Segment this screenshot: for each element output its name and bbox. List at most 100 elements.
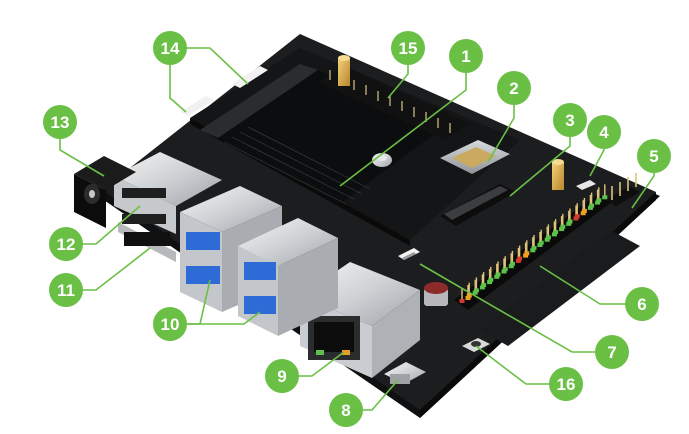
- callout-3: 3: [553, 103, 587, 137]
- gpio-pin-base: [589, 203, 595, 208]
- gpio-pin-base: [553, 230, 559, 235]
- gpio-pin-base: [537, 243, 543, 247]
- gpio-pin-base: [538, 240, 544, 245]
- callout-number: 11: [57, 281, 75, 300]
- microsd-card-slot: [440, 140, 510, 174]
- gpio-pin-base: [544, 237, 550, 242]
- gpio-pin-base: [567, 219, 573, 224]
- callout-number: 1: [461, 47, 470, 66]
- m2-slot: [440, 184, 516, 226]
- callout-number: 3: [565, 111, 574, 130]
- callout-circle: [587, 115, 621, 149]
- callout-2: 2: [497, 71, 531, 105]
- gpio-pin-base: [595, 200, 601, 205]
- callout-15: 15: [391, 31, 425, 65]
- capacitor: [424, 282, 448, 306]
- callout-number: 6: [637, 295, 646, 314]
- gpio-pin-base: [472, 290, 478, 295]
- gpio-pin-base: [481, 283, 487, 288]
- callout-number: 2: [509, 79, 518, 98]
- callout-circle: [449, 39, 483, 73]
- gpio-pin-base: [587, 205, 593, 210]
- gpio-pin-base: [560, 224, 566, 229]
- callout-circle: [549, 367, 583, 401]
- callout-circle: [49, 227, 83, 261]
- gpio-pin-base: [566, 221, 572, 226]
- gpio-pin-base: [573, 216, 579, 221]
- callout-11: 11: [49, 273, 83, 307]
- callout-number: 5: [649, 147, 658, 166]
- callout-number: 14: [161, 39, 180, 58]
- tactile-button: [462, 338, 490, 352]
- gpio-pin-base: [602, 195, 608, 200]
- gpio-pin-base: [501, 269, 507, 274]
- callout-9: 9: [265, 359, 299, 393]
- gpio-pin-base: [509, 261, 515, 266]
- callout-circle: [497, 71, 531, 105]
- gpio-pin-base: [488, 277, 494, 282]
- gpio-pin-base: [466, 293, 472, 298]
- gpio-pin-base: [559, 227, 565, 232]
- gpio-pin-base: [473, 288, 479, 293]
- compute-module-board: [190, 48, 520, 246]
- dc-power-jack: [74, 156, 136, 228]
- callout-number: 7: [607, 343, 616, 362]
- callout-circle: [49, 273, 83, 307]
- callout-6: 6: [625, 287, 659, 321]
- usb3-port-stack-right: [238, 218, 338, 336]
- callout-1: 1: [449, 39, 483, 73]
- callout-10: 10: [153, 307, 187, 341]
- gpio-pin-base: [551, 232, 557, 237]
- callout-number: 4: [599, 123, 609, 142]
- callout-number: 16: [557, 375, 576, 394]
- side-connector: [232, 66, 268, 88]
- callout-circle: [153, 307, 187, 341]
- callout-16: 16: [549, 367, 583, 401]
- silkscreen-markings: [480, 230, 640, 346]
- hdmi-port: [118, 222, 176, 262]
- right-pin-header: [606, 173, 640, 206]
- callout-8: 8: [329, 393, 363, 427]
- callout-circle: [637, 139, 671, 173]
- callout-circle: [43, 105, 77, 139]
- callout-number: 12: [57, 235, 76, 254]
- callout-4: 4: [587, 115, 621, 149]
- callout-circle: [625, 287, 659, 321]
- gpio-pin-base: [459, 299, 465, 303]
- gpio-pin-base: [479, 285, 485, 290]
- camera-connector: [398, 248, 420, 260]
- gpio-pin-base: [523, 253, 529, 258]
- callout-circle: [265, 359, 299, 393]
- gpio-40pin-header: [454, 184, 612, 310]
- callout-number: 10: [161, 315, 180, 334]
- fan-header: [576, 180, 596, 190]
- callout-number: 15: [399, 39, 418, 58]
- callout-circle: [595, 335, 629, 369]
- gpio-pin-base: [545, 235, 551, 240]
- micro-usb-port: [384, 362, 426, 384]
- brass-standoff: [552, 159, 564, 190]
- usb2-port-stack: [114, 152, 222, 234]
- callout-number: 13: [51, 113, 70, 132]
- callout-number: 9: [277, 367, 286, 386]
- side-connector: [180, 96, 214, 116]
- callout-14: 14: [153, 31, 187, 65]
- gpio-pin-base: [494, 274, 500, 279]
- gpio-pin-base: [495, 272, 501, 277]
- gpio-pin-base: [581, 208, 587, 213]
- callout-circle: [329, 393, 363, 427]
- callout-5: 5: [637, 139, 671, 173]
- gpio-pin-base: [502, 267, 508, 272]
- gpio-pin-base: [515, 258, 521, 263]
- callout-7: 7: [595, 335, 629, 369]
- callout-number: 8: [341, 401, 350, 420]
- gpio-pin-base: [574, 214, 580, 219]
- gpio-pin-base: [517, 256, 523, 261]
- gpio-pin-base: [580, 211, 586, 216]
- gpio-pin-base: [596, 198, 602, 203]
- brass-standoff: [338, 55, 350, 86]
- gpio-pin-base: [508, 264, 514, 269]
